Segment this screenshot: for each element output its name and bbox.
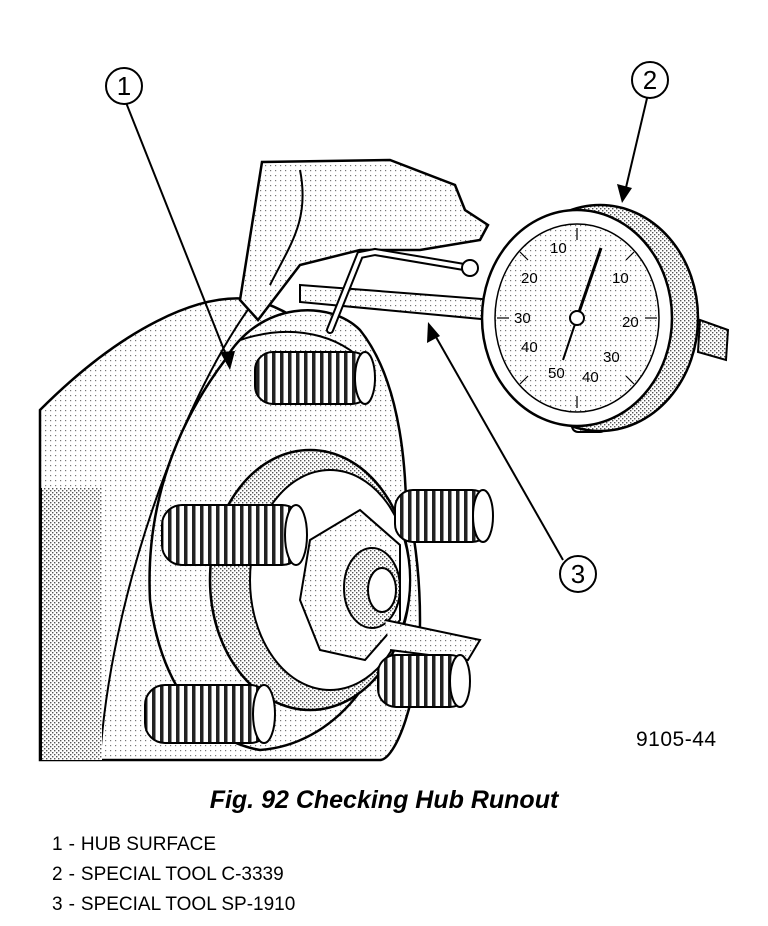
wheel-stud [254, 351, 376, 405]
legend-number: 2 [52, 864, 63, 885]
callout-number: 3 [571, 559, 585, 589]
dial-tick-marks [497, 228, 657, 408]
dial-label: 20 [622, 314, 639, 331]
legend-item: 3-SPECIAL TOOL SP-1910 [52, 890, 295, 920]
callout-1: 1 [105, 67, 235, 370]
wheel-stud [377, 654, 471, 708]
legend-number: 1 [52, 834, 63, 855]
legend-item: 1-HUB SURFACE [52, 830, 295, 860]
legend-text: SPECIAL TOOL C-3339 [80, 864, 284, 885]
legend-text: HUB SURFACE [80, 834, 217, 855]
dial-label: 10 [550, 240, 567, 257]
legend-item: 2-SPECIAL TOOL C-3339 [52, 860, 295, 890]
figure-caption: Fig. 92 Checking Hub Runout [209, 786, 559, 814]
dial-label: 10 [612, 270, 629, 287]
callout-number: 2 [643, 65, 657, 95]
wheel-stud [394, 489, 494, 543]
dial-label: 20 [521, 270, 538, 287]
special-tool-c3339: 10 20 30 40 50 10 20 30 40 [480, 203, 730, 433]
legend-separator: - [68, 894, 75, 915]
dial-label: 40 [521, 339, 538, 356]
wheel-stud [144, 684, 276, 744]
dial-label: 50 [548, 365, 565, 382]
hub-runout-illustration: 10 20 30 40 50 10 20 30 40 1 2 3 [38, 61, 730, 762]
steering-knuckle [238, 158, 490, 322]
legend-text: SPECIAL TOOL SP-1910 [80, 894, 296, 915]
dial-label: 30 [603, 349, 620, 366]
figure-code: 9105-44 [636, 728, 717, 751]
callout-2: 2 [617, 61, 669, 203]
legend: 1-HUB SURFACE 2-SPECIAL TOOL C-3339 3-SP… [52, 830, 295, 920]
legend-number: 3 [52, 894, 63, 915]
legend-separator: - [68, 864, 75, 885]
callout-number: 1 [117, 71, 131, 101]
dial-label: 40 [582, 369, 599, 386]
dial-label: 30 [514, 310, 531, 327]
legend-separator: - [68, 834, 75, 855]
wheel-stud [161, 504, 308, 566]
callout-3: 3 [427, 322, 597, 593]
